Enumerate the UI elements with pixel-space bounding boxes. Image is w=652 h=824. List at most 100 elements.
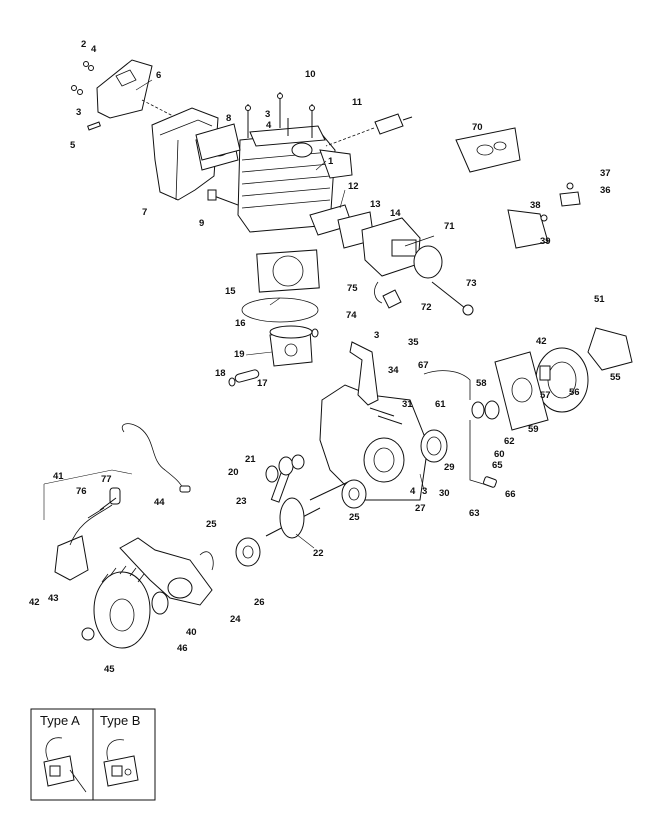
gaskets [195, 123, 375, 293]
callout-36: 36 [600, 185, 611, 196]
heat-shield [96, 59, 201, 131]
callout-35: 35 [408, 337, 419, 348]
carburetor [361, 217, 443, 279]
callout-41: 41 [53, 471, 64, 482]
type-b-label: Type B [100, 713, 140, 728]
callout-12: 12 [348, 181, 359, 192]
callout-42: 42 [29, 597, 40, 608]
callout-44: 44 [154, 497, 165, 508]
callout-45: 45 [104, 664, 115, 675]
callout-43: 43 [48, 593, 59, 604]
callout-71: 71 [444, 221, 455, 232]
callout-25: 25 [349, 512, 360, 523]
callout-16: 16 [235, 318, 246, 329]
callout-27: 27 [415, 503, 426, 514]
callout-1: 1 [328, 156, 334, 167]
callout-25: 25 [206, 519, 217, 530]
callout-26: 26 [254, 597, 265, 608]
oil-pump-housing [119, 537, 214, 606]
callout-4: 4 [91, 44, 97, 55]
spark-plug [325, 113, 413, 147]
type-inset: Type A Type B [30, 708, 156, 801]
callout-labels: 1 2 3 3 3 3 4 4 4 5 6 7 8 9 10 11 12 13 … [29, 39, 621, 675]
callout-38: 38 [530, 200, 541, 211]
callout-3: 3 [422, 486, 427, 497]
fuel-filter-hose [374, 281, 474, 316]
callout-58: 58 [476, 378, 487, 389]
callout-31: 31 [402, 399, 413, 410]
callout-67: 67 [418, 360, 429, 371]
callout-39: 39 [540, 236, 551, 247]
callout-9: 9 [199, 218, 204, 229]
cylinder-bolts [245, 92, 315, 138]
callout-42: 42 [536, 336, 547, 347]
oil-pump-parts [420, 400, 500, 463]
type-a-label: Type A [40, 713, 80, 728]
callout-60: 60 [494, 449, 505, 460]
callout-23: 23 [236, 496, 247, 507]
callout-7: 7 [142, 207, 147, 218]
callout-72: 72 [421, 302, 432, 313]
oil-lines [423, 370, 497, 488]
clutch-assembly [535, 327, 633, 413]
callout-21: 21 [245, 454, 256, 465]
callout-19: 19 [234, 349, 245, 360]
callout-51: 51 [594, 294, 605, 305]
callout-62: 62 [504, 436, 515, 447]
callout-30: 30 [439, 488, 450, 499]
callout-17: 17 [257, 378, 268, 389]
callout-6: 6 [156, 70, 161, 81]
type-a-module [43, 737, 87, 793]
callout-77: 77 [101, 474, 112, 485]
gasket-kit [455, 127, 521, 173]
callout-4: 4 [410, 486, 416, 497]
crankcase [319, 384, 429, 501]
callout-61: 61 [435, 399, 446, 410]
callout-11: 11 [352, 97, 363, 108]
callout-70: 70 [472, 122, 483, 133]
callout-46: 46 [177, 643, 188, 654]
callout-20: 20 [228, 467, 239, 478]
callout-15: 15 [225, 286, 236, 297]
callout-2: 2 [81, 39, 86, 50]
parts-drawing [43, 59, 633, 649]
callout-3: 3 [265, 109, 270, 120]
callout-74: 74 [346, 310, 357, 321]
callout-14: 14 [390, 208, 401, 219]
callout-56: 56 [569, 387, 580, 398]
heat-shield-fasteners [71, 61, 101, 131]
callout-22: 22 [313, 548, 324, 559]
spark-plug-lead [121, 423, 191, 493]
ignition-coil [54, 487, 121, 581]
callout-63: 63 [469, 508, 480, 519]
callout-29: 29 [444, 462, 455, 473]
callout-3: 3 [76, 107, 81, 118]
flywheel-nut [81, 627, 95, 641]
callout-24: 24 [230, 614, 241, 625]
chain-adjuster [507, 182, 581, 249]
callout-4: 4 [266, 120, 272, 131]
callout-8: 8 [226, 113, 231, 124]
callout-75: 75 [347, 283, 358, 294]
callout-76: 76 [76, 486, 87, 497]
flywheel [93, 565, 169, 649]
callout-34: 34 [388, 365, 399, 376]
callout-65: 65 [492, 460, 503, 471]
type-b-module [103, 739, 139, 787]
leader-lines [135, 79, 425, 549]
callout-73: 73 [466, 278, 477, 289]
callout-59: 59 [528, 424, 539, 435]
callout-40: 40 [186, 627, 197, 638]
bearings [235, 454, 367, 567]
callout-3: 3 [374, 330, 379, 341]
callout-66: 66 [505, 489, 516, 500]
piston-assembly [228, 297, 319, 387]
callout-13: 13 [370, 199, 381, 210]
callout-5: 5 [70, 140, 76, 151]
callout-57: 57 [540, 390, 551, 401]
clutch-cover-plate [494, 351, 549, 431]
callout-10: 10 [305, 69, 316, 80]
callout-55: 55 [610, 372, 621, 383]
ignition-module-bracket [43, 469, 133, 520]
